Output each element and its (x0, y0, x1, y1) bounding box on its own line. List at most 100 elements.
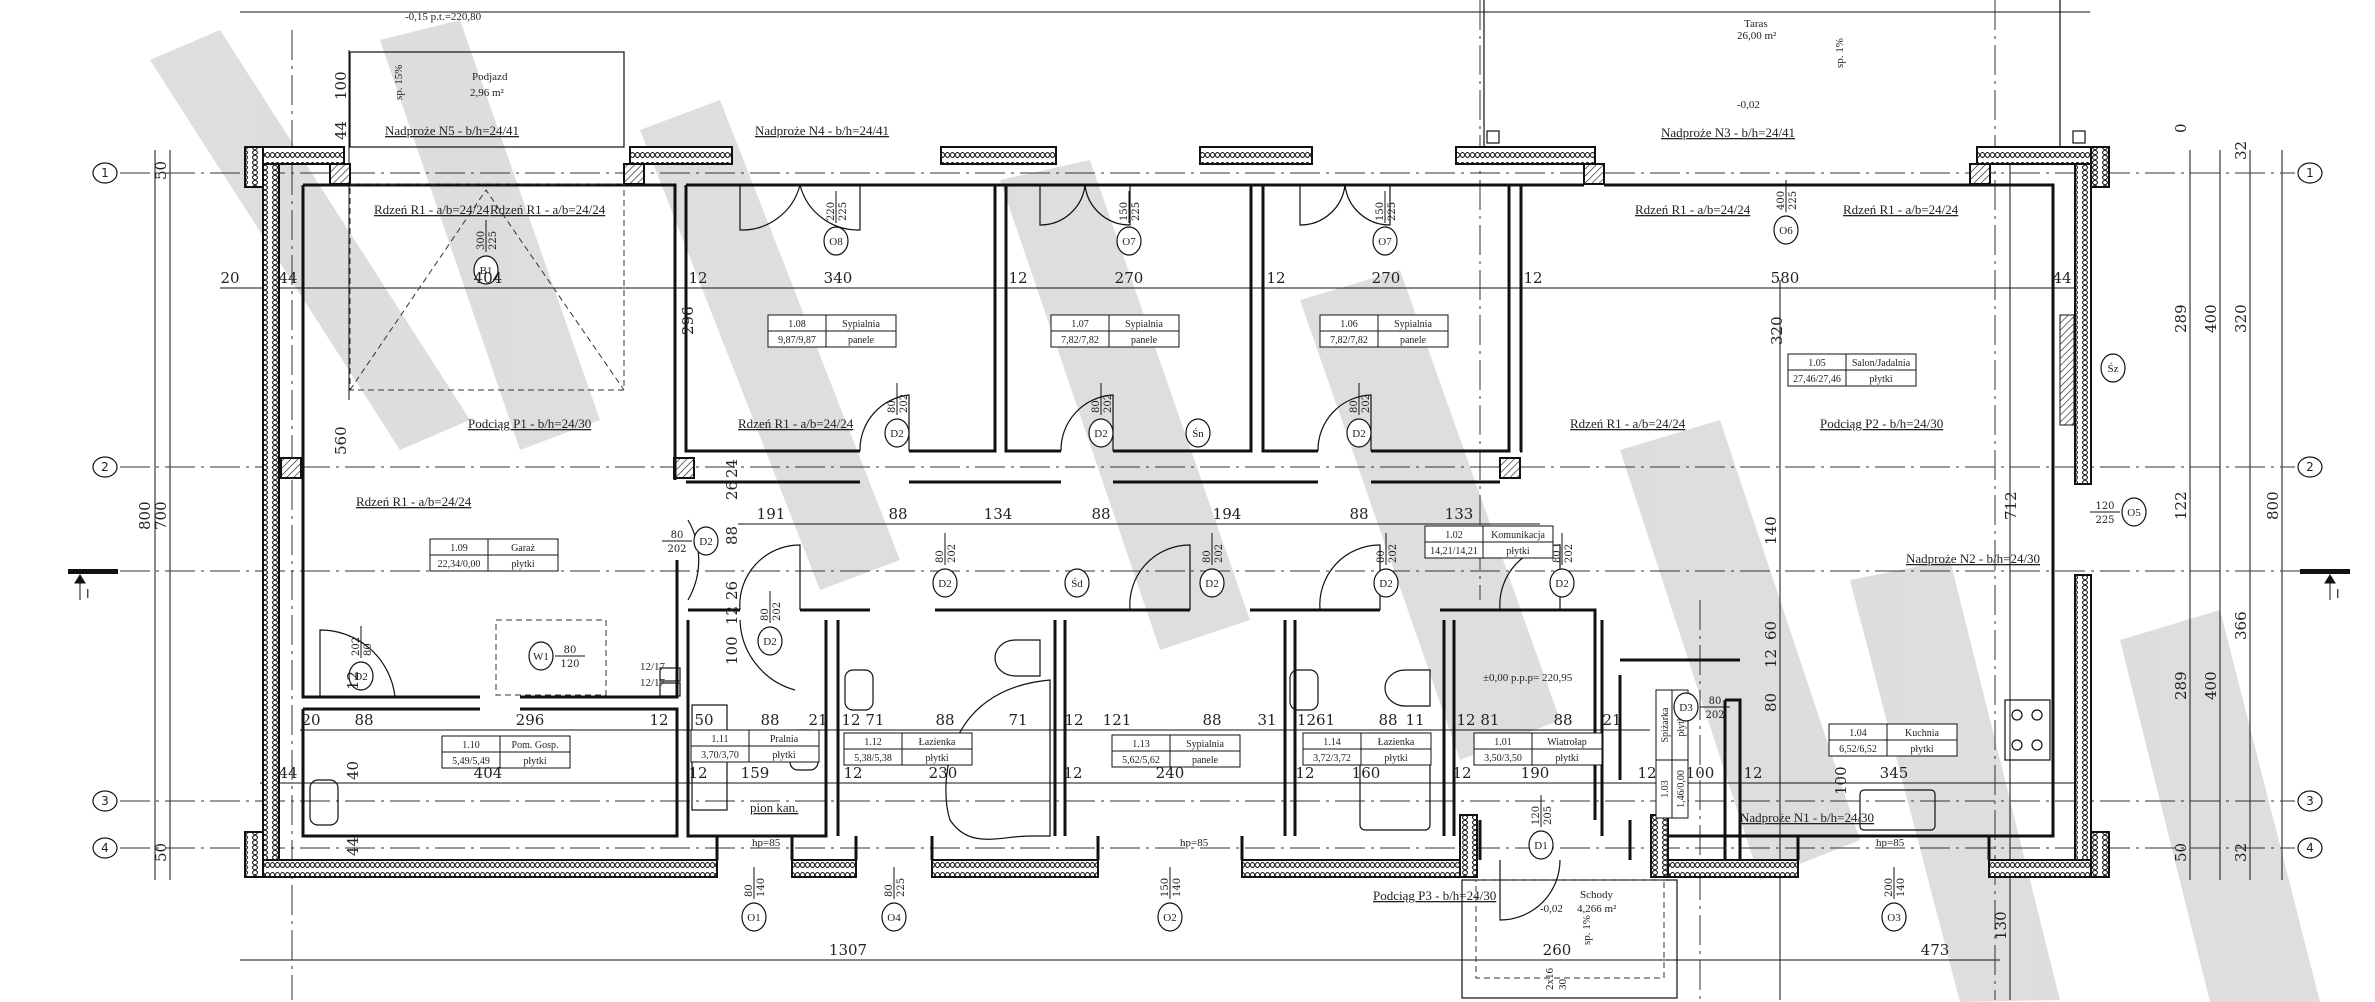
dimension-label: 50 (694, 711, 713, 729)
dimension-label: 12 (344, 671, 362, 690)
axis-bubble-left-4: 4 (92, 837, 118, 859)
dimension-label: 12 (1063, 764, 1082, 782)
annotation: Rdzeń R1 - a/b=24/24 (356, 494, 472, 509)
opening-height: 202 (1388, 544, 1399, 563)
room-name: Spiżarka (1660, 707, 1671, 743)
opening-width: 80 (1091, 400, 1102, 413)
opening-code: D2 (699, 536, 712, 548)
opening-width: 80 (1376, 550, 1387, 563)
annotation: Nadproże N2 - b/h=24/30 (1906, 551, 2040, 566)
annotation: Nadproże N3 - b/h=24/41 (1661, 125, 1795, 140)
dimension-label: 71 (1008, 711, 1027, 729)
dimension-label: 320 (1768, 316, 1786, 345)
opening-height: 80 (363, 643, 374, 656)
opening-height: 120 (560, 659, 579, 670)
opening-width: 150 (1119, 202, 1130, 221)
opening-code: O7 (1122, 236, 1136, 248)
dimension-label: 12 (1295, 764, 1314, 782)
opening-height: 140 (1172, 878, 1183, 897)
dimension-label: 21 (1602, 711, 1621, 729)
dimension-label: 320 (2232, 304, 2250, 333)
opening-height: 140 (1896, 878, 1907, 897)
opening-height: 225 (896, 878, 907, 897)
opening-width: 150 (1160, 878, 1171, 897)
fixtures (309, 619, 2051, 840)
room-num: 1.07 (1071, 319, 1089, 330)
dimension-label: 194 (1213, 505, 1242, 523)
annotation: Rdzeń R1 - a/b=24/24 (738, 416, 854, 431)
room-num: 1.02 (1445, 530, 1463, 541)
dimension-label: 26 (723, 581, 741, 600)
room-name: Garaż (511, 543, 535, 554)
dimension-label: 12 (1064, 711, 1083, 729)
dimension-label: 122 (2172, 491, 2190, 520)
dimension-label: 88 (1553, 711, 1572, 729)
dimension-label: 11 (1405, 711, 1424, 729)
room-num: 1.11 (711, 734, 728, 745)
opening-height: 225 (2095, 515, 2114, 526)
washbasin-icon (309, 779, 339, 826)
dimension-label: 560 (332, 426, 350, 455)
opening-width: 80 (1709, 696, 1722, 707)
opening-width: 80 (1349, 400, 1360, 413)
opening-code: B1 (480, 265, 493, 277)
opening-height: 205 (1543, 806, 1554, 825)
dimension-label: 12 (1452, 764, 1471, 782)
opening-width: 400 (1776, 191, 1787, 210)
opening-width: 80 (1552, 550, 1563, 563)
axis-bubble-left-1: 1 (92, 162, 118, 184)
dimension-label: 12 (843, 764, 862, 782)
annotation: sp. 1% (1581, 915, 1593, 945)
annotation: sp. 15% (393, 65, 405, 100)
opening-width: 202 (351, 637, 362, 656)
room-floor: płytki (523, 756, 547, 767)
annotation: hp=85 (1876, 837, 1905, 849)
opening-tag-śn: Śn (1185, 418, 1211, 448)
room-num: 1.09 (450, 543, 468, 554)
opening-code: D2 (1205, 578, 1218, 590)
opening-height: 202 (1361, 394, 1372, 413)
annotation: Podjazd (472, 71, 508, 83)
dimension-label: 473 (1921, 941, 1950, 959)
opening-width: 80 (1202, 550, 1213, 563)
annotation: Nadproże N5 - b/h=24/41 (385, 123, 519, 138)
opening-height: 202 (1214, 544, 1225, 563)
opening-code: D2 (1555, 578, 1568, 590)
annotation: Rdzeń R1 - a/b=24/24 (1570, 416, 1686, 431)
dimension-label: 24 (723, 459, 741, 478)
room-num: 1.04 (1849, 728, 1867, 739)
room-area: 7,82/7,82 (1330, 335, 1368, 346)
room-name: Sypialnia (1125, 319, 1163, 330)
opening-code: D2 (354, 671, 367, 683)
opening-code: D2 (1094, 428, 1107, 440)
room-area: 3,72/3,72 (1313, 753, 1351, 764)
opening-width: 80 (935, 550, 946, 563)
dimension-label: 12 (688, 269, 707, 287)
dimension-label: 88 (935, 711, 954, 729)
room-name: Łazienka (919, 737, 956, 748)
opening-code: D2 (1379, 578, 1392, 590)
driveway-and-terrace (349, 0, 2086, 999)
dimension-label: 230 (929, 764, 958, 782)
room-floor: panele (1400, 335, 1427, 346)
dimension-label: 296 (516, 711, 545, 729)
room-name: Wiatrołap (1547, 737, 1587, 748)
opening-height: 140 (756, 878, 767, 897)
